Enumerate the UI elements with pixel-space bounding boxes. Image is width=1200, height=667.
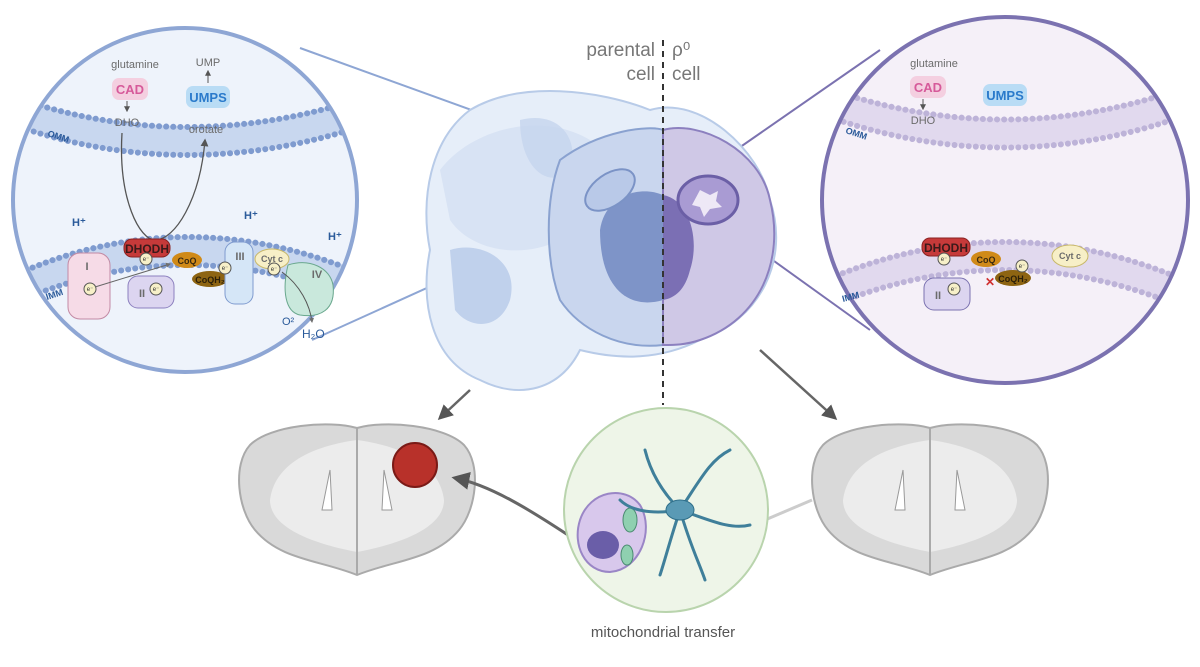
- rho-label-cell: cell: [672, 64, 701, 85]
- dhodh-label: DHODH: [924, 241, 968, 255]
- blocked-x-icon: ✕: [985, 275, 995, 289]
- coq: [971, 251, 1001, 267]
- left-inset: glutamine CAD DHO UMP UMPS orotate OMM I…: [11, 26, 359, 374]
- right-inset-border: [820, 15, 1190, 385]
- left-inset-border: [11, 26, 359, 374]
- h-plus-3: H⁺: [328, 231, 342, 243]
- dho-label: DHO: [115, 117, 140, 129]
- umps-label: UMPS: [189, 90, 227, 105]
- complex-4: [284, 262, 334, 317]
- cad-label: CAD: [914, 80, 942, 95]
- umps-label: UMPS: [986, 88, 1024, 103]
- mitochondrion-icon: [584, 168, 636, 212]
- electron-1: e⁻: [87, 287, 94, 293]
- imm-label: IMM: [841, 290, 860, 304]
- right-inset: glutamine CAD DHO UMPS OMM IMM II DHODH …: [820, 15, 1190, 385]
- mitochondrial-transfer-circle: [563, 407, 769, 613]
- complex-4-label: IV: [312, 269, 323, 281]
- electron-2: e⁻: [153, 287, 160, 293]
- orotate-label: orotate: [189, 124, 223, 136]
- dho-label: DHO: [911, 115, 936, 127]
- cad-box: [112, 78, 148, 100]
- faded-connector: [764, 498, 813, 522]
- parental-label: parental: [586, 40, 655, 61]
- brain-with-tumor: [238, 423, 476, 577]
- cad-label: CAD: [116, 82, 144, 97]
- coqh2: [192, 271, 228, 287]
- cytc-label: Cyt c: [1059, 251, 1081, 261]
- tumor-icon: [392, 442, 438, 488]
- coqh2: [995, 270, 1031, 286]
- h-plus-1: H⁺: [72, 217, 86, 229]
- o2-label: O²: [282, 316, 295, 328]
- ump-label: UMP: [196, 57, 220, 69]
- glutamine-label: glutamine: [910, 58, 958, 70]
- umps-box: [186, 86, 230, 108]
- h2o-label: H₂O: [302, 327, 325, 341]
- mitochondrial-transfer-caption: mitochondrial transfer: [591, 624, 735, 641]
- arrow-to-left-brain: [437, 389, 471, 421]
- electron-3: e⁻: [143, 257, 150, 263]
- parental-label-cell: cell: [626, 64, 655, 85]
- coq: [172, 252, 202, 268]
- cytc: [1051, 244, 1089, 268]
- brain-no-tumor: [811, 423, 1049, 577]
- complex-2-label: II: [935, 290, 941, 302]
- electron-5: e⁻: [271, 267, 278, 273]
- arrow-to-right-brain: [759, 349, 838, 421]
- coq-label: CoQ: [178, 256, 197, 266]
- complex-2: [923, 277, 971, 311]
- cytc-label: Cyt c: [261, 254, 283, 264]
- complex-3-label: III: [235, 251, 244, 263]
- complex-2-label: II: [139, 288, 145, 300]
- cell-illustration: [425, 90, 778, 391]
- complex-1-label: I: [85, 261, 88, 273]
- electron-2: e⁻: [951, 287, 958, 293]
- glutamine-label: glutamine: [111, 59, 159, 71]
- arrow-transfer-to-brain: [451, 472, 569, 537]
- electron-1: e⁻: [941, 257, 948, 263]
- coqh2-label: CoQH₂: [195, 275, 225, 285]
- electron-3: e⁻: [1019, 264, 1026, 270]
- cad-box: [910, 76, 946, 98]
- umps-box: [983, 84, 1027, 106]
- dhodh-label: DHODH: [125, 242, 169, 256]
- rho-label: ρ⁰: [672, 40, 690, 61]
- coqh2-label: CoQH₂: [998, 274, 1028, 284]
- coq-label: CoQ: [977, 255, 996, 265]
- electron-4: e⁻: [222, 266, 229, 272]
- h-plus-2: H⁺: [244, 210, 258, 222]
